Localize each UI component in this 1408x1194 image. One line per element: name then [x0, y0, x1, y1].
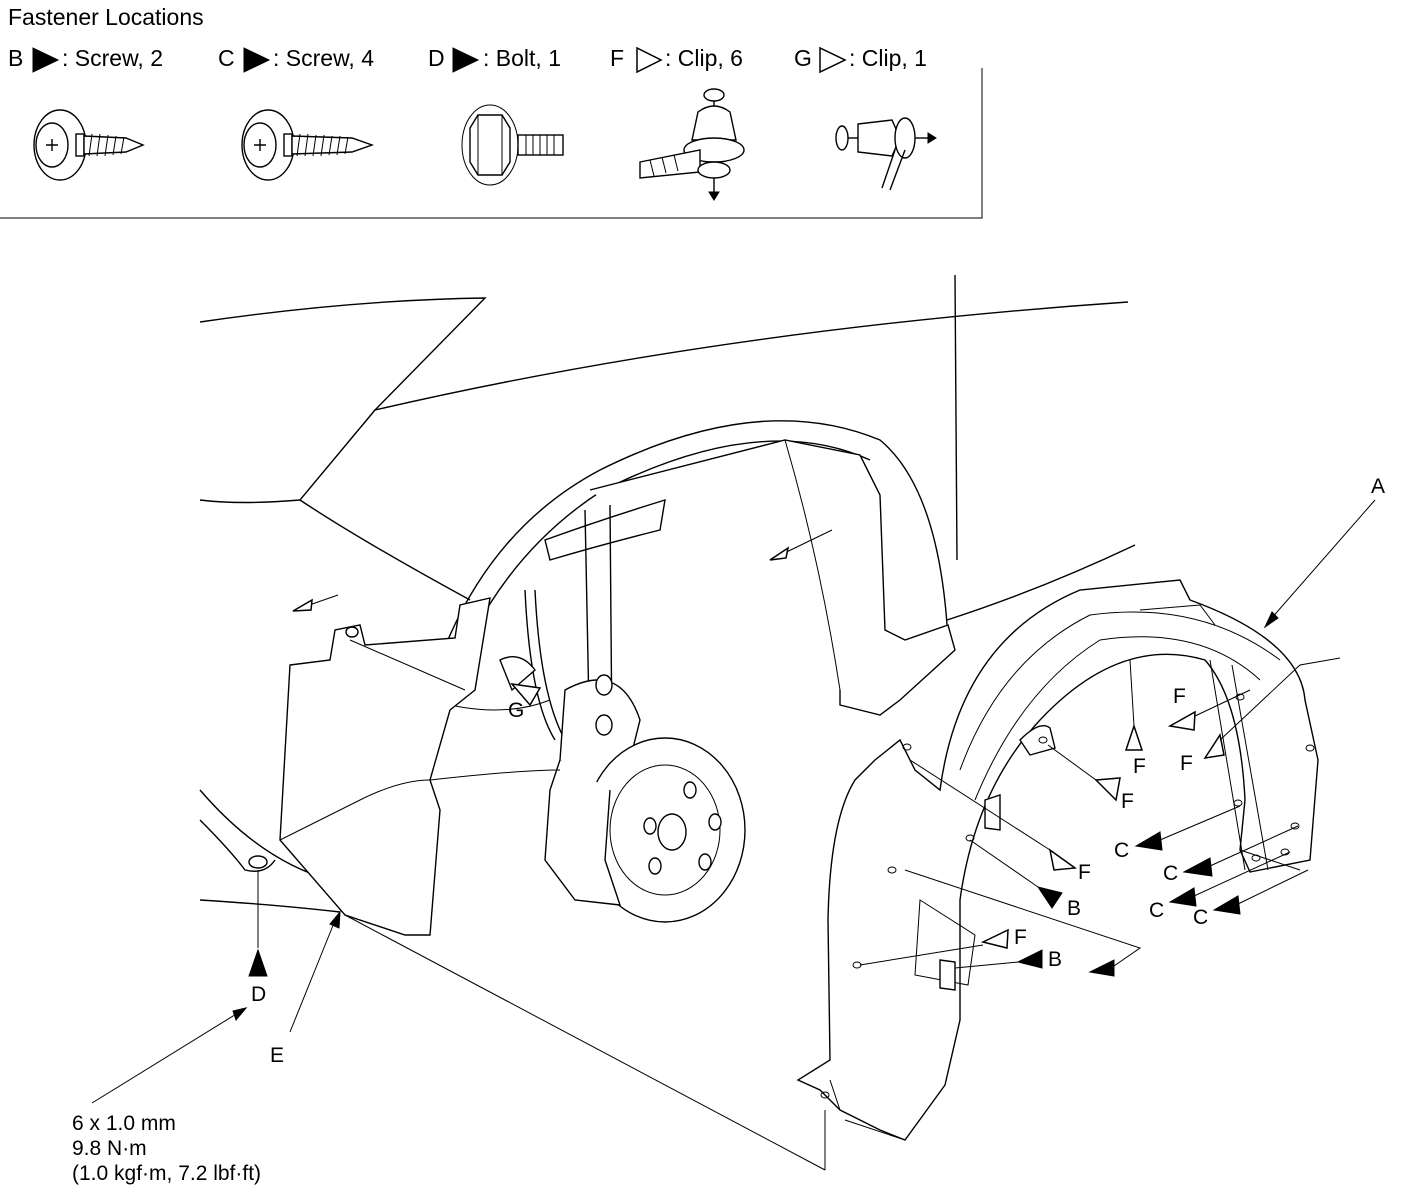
callout-d-group: D: [91, 870, 268, 1104]
bolt-d-icon: [461, 104, 564, 186]
spec-thread: 6 x 1.0 mm: [72, 1112, 176, 1135]
open-triangle-icon: [636, 46, 663, 74]
screw-b-icon: [33, 109, 145, 181]
svg-text:C: C: [1149, 899, 1164, 922]
svg-text:C: C: [1114, 839, 1129, 862]
open-triangle-icon: [819, 46, 847, 74]
svg-text:: Bolt, 1: : Bolt, 1: [483, 45, 561, 71]
vehicle-body: [199, 274, 1136, 1171]
solid-triangle-icon: [452, 47, 480, 73]
callout-g: G: [508, 699, 524, 722]
clip-f-markers: F F F F F F: [859, 657, 1341, 966]
legend-b: B : Screw, 2: [8, 45, 163, 73]
svg-text:F: F: [1180, 752, 1193, 775]
spec-torque-imperial: (1.0 kgf·m, 7.2 lbf·ft): [72, 1162, 261, 1185]
svg-text:C: C: [1163, 862, 1178, 885]
svg-text:C: C: [1193, 906, 1208, 929]
callout-a-group: A: [1263, 475, 1385, 629]
svg-text:G: G: [794, 45, 812, 71]
svg-text:F: F: [1133, 755, 1146, 778]
legend-c: C : Screw, 4: [218, 45, 374, 73]
svg-text:: Clip, 6: : Clip, 6: [665, 45, 743, 71]
svg-text:: Screw, 4: : Screw, 4: [273, 45, 374, 71]
svg-text:: Screw, 2: : Screw, 2: [62, 45, 163, 71]
svg-text:F: F: [1121, 790, 1134, 813]
callout-e: E: [270, 1044, 284, 1067]
solid-triangle-icon: [32, 47, 60, 73]
legend-frame: [0, 68, 983, 219]
clip-f-icon: [639, 88, 745, 201]
screw-b-markers: B B: [904, 839, 1142, 977]
svg-text:F: F: [610, 45, 624, 71]
svg-text:F: F: [1173, 685, 1186, 708]
svg-text:F: F: [1078, 861, 1091, 884]
legend-g: G : Clip, 1: [794, 45, 927, 74]
solid-triangle-icon: [243, 47, 271, 73]
svg-text:C: C: [218, 45, 235, 71]
spec-torque-nm: 9.8 N·m: [72, 1137, 147, 1160]
callout-d: D: [251, 983, 266, 1006]
clip-g-icon: [835, 117, 937, 191]
callout-a: A: [1371, 475, 1385, 498]
diagram-title: Fastener Locations: [8, 4, 204, 30]
screw-c-markers: C C C C: [1114, 805, 1309, 929]
legend-d: D : Bolt, 1: [428, 45, 561, 73]
svg-text:D: D: [428, 45, 445, 71]
legend-f: F : Clip, 6: [610, 45, 743, 74]
callout-e-group: E: [270, 910, 341, 1067]
svg-text:: Clip, 1: : Clip, 1: [849, 45, 927, 71]
svg-text:F: F: [1014, 926, 1027, 949]
clip-g-marker: [510, 682, 542, 707]
svg-text:B: B: [1067, 897, 1081, 920]
suspension-assembly: [429, 498, 746, 923]
svg-text:B: B: [8, 45, 23, 71]
splash-shield-e: [199, 594, 491, 936]
bolt-d-marker: [248, 948, 268, 977]
fender-liner-a: [796, 579, 1319, 1141]
svg-text:B: B: [1048, 948, 1062, 971]
screw-c-icon: [241, 109, 375, 181]
